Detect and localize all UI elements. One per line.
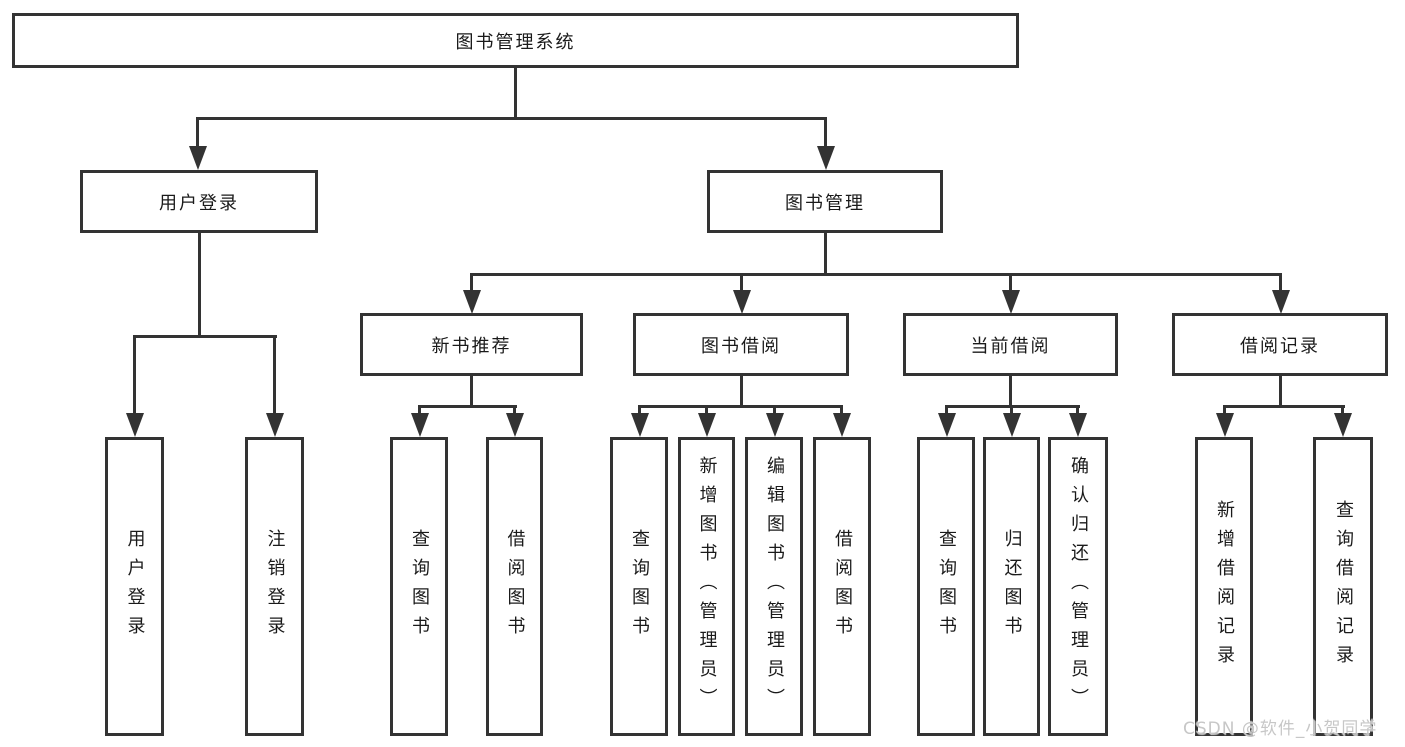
node-book-borrow: 图书借阅 <box>633 313 849 376</box>
arrowhead-down-icon <box>1003 413 1021 437</box>
leaf-recommend-borrow-book: 借阅图书 <box>486 437 543 736</box>
connector-line <box>273 335 276 415</box>
leaf-borrow-query-book: 查询图书 <box>610 437 668 736</box>
arrowhead-down-icon <box>506 413 524 437</box>
connector-line <box>840 405 843 415</box>
connector-line <box>418 405 421 415</box>
leaf-current-query-book: 查询图书 <box>917 437 975 736</box>
arrowhead-down-icon <box>411 413 429 437</box>
connector-line <box>196 117 199 149</box>
connector-line <box>945 405 948 415</box>
leaf-user-login: 用户登录 <box>105 437 164 736</box>
connector-line <box>824 117 827 149</box>
connector-line <box>513 405 516 415</box>
arrowhead-down-icon <box>266 413 284 437</box>
leaf-add-borrow-record: 新增借阅记录 <box>1195 437 1253 736</box>
connector-line <box>1341 405 1344 415</box>
connector-line <box>1010 405 1013 415</box>
arrowhead-down-icon <box>698 413 716 437</box>
leaf-borrow-book: 借阅图书 <box>813 437 871 736</box>
connector-line <box>740 376 743 408</box>
node-book-management: 图书管理 <box>707 170 943 233</box>
node-user-login: 用户登录 <box>80 170 318 233</box>
connector-line <box>196 117 827 120</box>
node-current-borrow: 当前借阅 <box>903 313 1118 376</box>
connector-line <box>418 405 517 408</box>
connector-line <box>824 233 827 276</box>
leaf-add-book-admin: 新增图书（管理员） <box>678 437 735 736</box>
connector-line <box>1009 376 1012 408</box>
leaf-return-book: 归还图书 <box>983 437 1040 736</box>
connector-line <box>705 405 708 415</box>
connector-line <box>133 335 277 338</box>
leaf-confirm-return-admin: 确认归还（管理员） <box>1048 437 1108 736</box>
connector-line <box>1076 405 1079 415</box>
connector-line <box>740 273 743 292</box>
leaf-query-borrow-record: 查询借阅记录 <box>1313 437 1373 736</box>
arrowhead-down-icon <box>1334 413 1352 437</box>
arrowhead-down-icon <box>733 290 751 314</box>
leaf-edit-book-admin: 编辑图书（管理员） <box>745 437 803 736</box>
leaf-logout: 注销登录 <box>245 437 304 736</box>
connector-line <box>514 68 517 120</box>
node-new-book-recommend: 新书推荐 <box>360 313 583 376</box>
arrowhead-down-icon <box>463 290 481 314</box>
connector-line <box>1223 405 1345 408</box>
leaf-recommend-query-book: 查询图书 <box>390 437 448 736</box>
connector-line <box>133 335 136 415</box>
csdn-watermark: CSDN @软件_小贺同学 <box>1183 719 1378 739</box>
arrowhead-down-icon <box>938 413 956 437</box>
connector-line <box>773 405 776 415</box>
arrowhead-down-icon <box>833 413 851 437</box>
arrowhead-down-icon <box>189 146 207 170</box>
connector-line <box>1279 376 1282 408</box>
connector-line <box>470 273 473 292</box>
node-borrow-records: 借阅记录 <box>1172 313 1388 376</box>
arrowhead-down-icon <box>817 146 835 170</box>
arrowhead-down-icon <box>1216 413 1234 437</box>
node-root: 图书管理系统 <box>12 13 1019 68</box>
connector-line <box>638 405 641 415</box>
arrowhead-down-icon <box>631 413 649 437</box>
connector-line <box>198 233 201 338</box>
connector-line <box>1009 273 1012 292</box>
arrowhead-down-icon <box>1002 290 1020 314</box>
arrowhead-down-icon <box>1069 413 1087 437</box>
arrowhead-down-icon <box>1272 290 1290 314</box>
connector-line <box>1223 405 1226 415</box>
arrowhead-down-icon <box>126 413 144 437</box>
connector-line <box>638 405 843 408</box>
connector-line <box>470 273 1282 276</box>
connector-line <box>1279 273 1282 292</box>
arrowhead-down-icon <box>766 413 784 437</box>
connector-line <box>470 376 473 408</box>
